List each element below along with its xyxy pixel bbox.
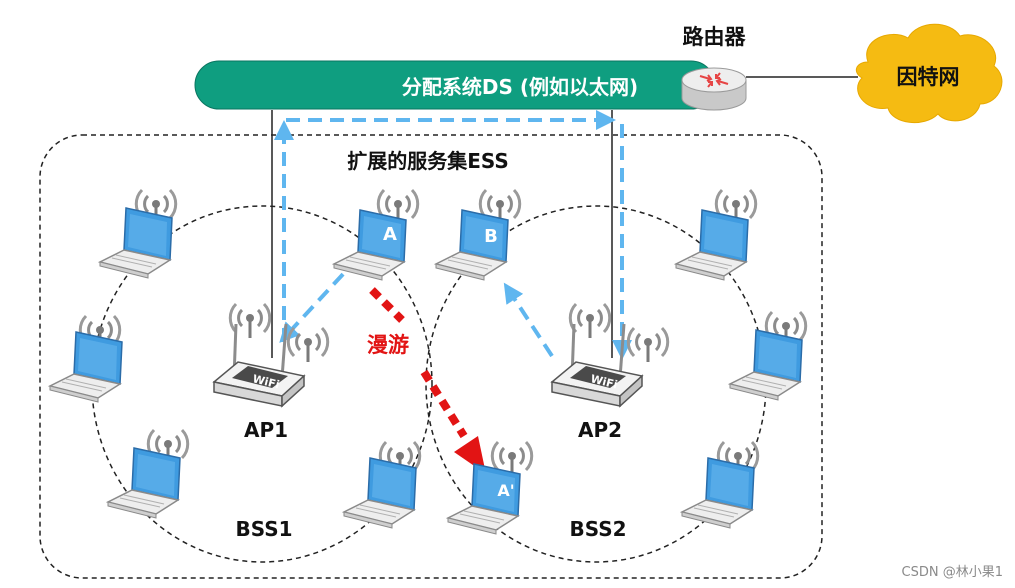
station-b-laptop-icon	[435, 188, 522, 281]
ap1-label: AP1	[244, 418, 288, 442]
svg-text:WiFi: WiFi	[589, 372, 619, 391]
station-b-label: B	[484, 226, 498, 247]
bss2-label: BSS2	[569, 517, 626, 541]
laptop-icon	[681, 440, 760, 529]
frame-flow-arrows	[274, 110, 632, 360]
watermark: CSDN @林小果1	[901, 565, 1003, 580]
bss1-boundary	[91, 205, 433, 563]
ap1-icon: WiFi	[212, 302, 330, 408]
laptop-icon	[107, 428, 190, 519]
roam-label: 漫游	[367, 333, 409, 357]
roaming-arrow	[369, 287, 486, 474]
internet-cloud-icon	[855, 23, 1003, 124]
svg-text:WiFi: WiFi	[251, 372, 281, 391]
router-label: 路由器	[683, 25, 747, 49]
laptop-icon	[675, 188, 758, 281]
station-a-prime-label: A'	[497, 481, 514, 500]
station-a-laptop-icon	[333, 188, 420, 281]
internet-label: 因特网	[897, 65, 960, 89]
ess-label: 扩展的服务集ESS	[347, 149, 509, 173]
laptop-icon	[343, 440, 422, 529]
laptop-icon	[49, 314, 123, 403]
ap2-icon: WiFi	[550, 302, 670, 408]
laptop-icon	[729, 310, 808, 401]
laptop-icon	[99, 188, 178, 279]
ds-label: 分配系统DS (例如以太网)	[402, 75, 638, 99]
station-a-label: A	[383, 224, 397, 245]
bss1-label: BSS1	[235, 517, 292, 541]
router-icon	[681, 67, 747, 111]
ap2-label: AP2	[578, 418, 622, 442]
